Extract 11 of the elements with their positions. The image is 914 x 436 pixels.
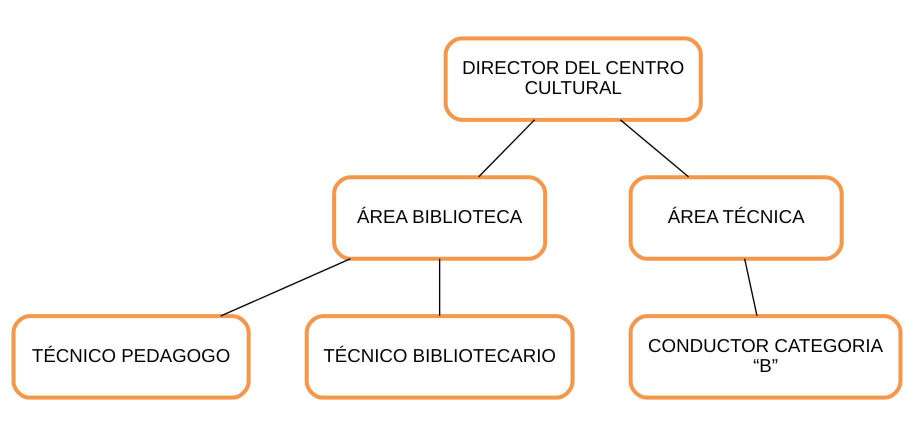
connector	[478, 119, 536, 178]
node-box: CONDUCTOR CATEGORIA “B”	[628, 314, 902, 400]
node-box: ÁREA TÉCNICA	[628, 175, 844, 261]
connector	[744, 258, 758, 316]
node-box: TÉCNICO BIBLIOTECARIO	[304, 314, 575, 400]
node-box: TÉCNICO PEDAGOGO	[12, 314, 251, 400]
connector	[220, 258, 351, 317]
connector	[620, 119, 689, 178]
connector	[438, 258, 440, 316]
node-box: ÁREA BIBLIOTECA	[332, 175, 548, 261]
node-box: DIRECTOR DEL CENTRO CULTURAL	[444, 36, 703, 122]
